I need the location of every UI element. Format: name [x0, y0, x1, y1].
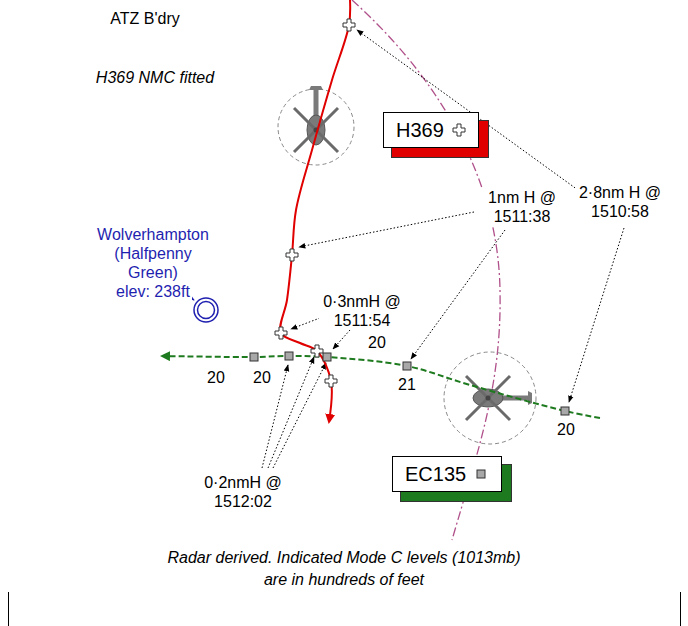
- mode-c-level: 20: [366, 333, 388, 352]
- aerodrome-symbol: [198, 302, 215, 319]
- radar-return-cross: [325, 375, 337, 387]
- radar-return-square: [250, 353, 258, 361]
- separation-callout: 2·8nm H @ 1510:58: [575, 183, 665, 221]
- aerodrome-symbol: [194, 298, 218, 322]
- mode-c-level: 20: [205, 368, 227, 387]
- radar-return-cross: [343, 19, 355, 31]
- radar-return-square: [561, 407, 569, 415]
- note-label: H369 NMC fitted: [94, 68, 216, 87]
- aircraft-name: H369: [396, 118, 444, 142]
- boundary-label: ATZ B'dry: [108, 9, 181, 28]
- track-symbol: [452, 123, 466, 137]
- h369-track: [280, 0, 350, 422]
- helicopter-icon: [294, 86, 338, 152]
- radar-return-square: [285, 352, 293, 360]
- frame-line: [8, 592, 9, 626]
- track-symbol: [474, 467, 488, 481]
- leader-lines: [262, 30, 624, 468]
- aerodrome-name: Wolverhampton (Halfpenny Green): [89, 225, 218, 282]
- radar-return-square: [323, 353, 331, 361]
- caption: Radar derived. Indicated Mode C levels (…: [154, 547, 534, 591]
- radar-return-cross: [311, 345, 323, 357]
- frame-line: [680, 592, 681, 626]
- separation-callout: 1nm H @ 1511:38: [480, 188, 564, 226]
- aerodrome-elevation: elev: 238ft: [114, 282, 192, 301]
- radar-return-cross: [275, 327, 287, 339]
- mode-c-level: 21: [396, 375, 418, 394]
- mode-c-level: 20: [251, 368, 273, 387]
- radar-return-square: [403, 362, 411, 370]
- aircraft-box: EC135: [392, 456, 502, 492]
- separation-callout: 0·2nmH @ 1512:02: [200, 473, 286, 511]
- mode-c-level: 20: [555, 420, 577, 439]
- aircraft-name: EC135: [405, 462, 466, 486]
- radar-return-cross: [286, 249, 298, 261]
- rotor-disc: [444, 352, 536, 444]
- helicopter-icon: [466, 376, 532, 420]
- aircraft-box: H369: [383, 112, 479, 148]
- separation-callout: 0·3nmH @ 1511:54: [319, 292, 405, 330]
- ec135-track: [162, 356, 600, 418]
